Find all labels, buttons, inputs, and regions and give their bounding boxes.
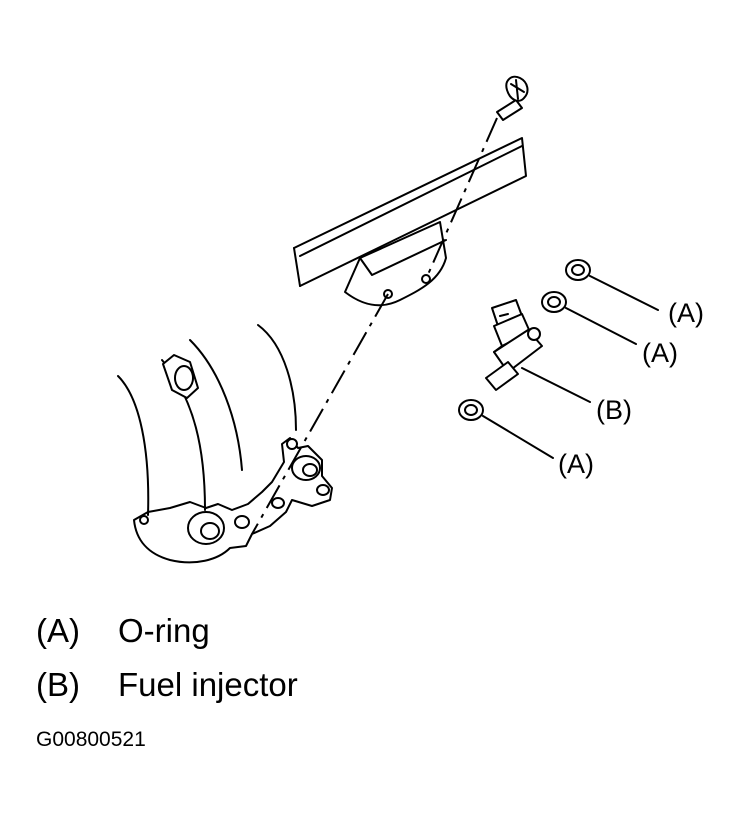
callout-o-ring-1: (A) bbox=[668, 298, 704, 328]
bolt bbox=[497, 77, 527, 120]
leader-lines bbox=[483, 276, 658, 458]
figure-id: G00800521 bbox=[36, 728, 146, 751]
callout-o-ring-3: (A) bbox=[558, 449, 594, 479]
intake-manifold bbox=[118, 325, 332, 562]
o-ring-icon bbox=[542, 292, 566, 312]
legend-item-fuel-injector: (B) Fuel injector bbox=[36, 665, 298, 705]
fuel-injector-icon bbox=[486, 300, 542, 390]
callout-fuel-injector: (B) bbox=[596, 395, 632, 425]
assembly-guide-lines bbox=[252, 118, 497, 534]
legend-item-o-ring: (A) O-ring bbox=[36, 611, 210, 651]
legend-label: Fuel injector bbox=[118, 666, 298, 703]
legend-label: O-ring bbox=[118, 612, 210, 649]
o-ring-icon bbox=[459, 400, 483, 420]
callout-o-ring-2: (A) bbox=[642, 338, 678, 368]
o-ring-icon bbox=[566, 260, 590, 280]
fuel-rail bbox=[294, 138, 526, 305]
legend-code: (A) bbox=[36, 612, 80, 649]
legend-code: (B) bbox=[36, 666, 80, 703]
